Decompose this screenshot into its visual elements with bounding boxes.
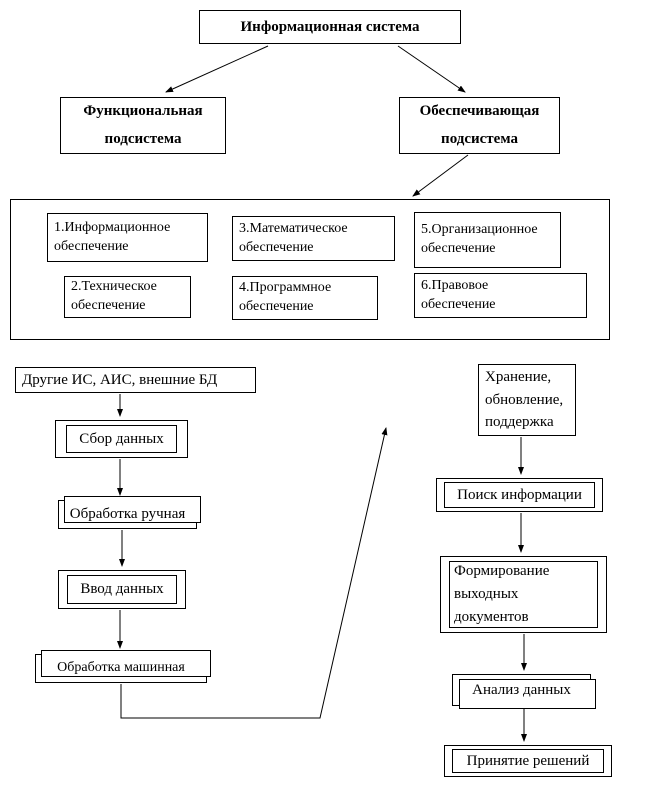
support-item-4: 4.Программное обеспечение <box>232 276 378 320</box>
arrow-providing-to-support <box>412 154 469 197</box>
support-item-5: 5.Организационное обеспечение <box>414 212 561 268</box>
node-providing-subsystem: Обеспечивающая подсистема <box>399 97 560 154</box>
support-item-6: 6.Правовое обеспечение <box>414 273 587 318</box>
arrow-root-to-functional <box>165 45 269 93</box>
node-information-search: Поиск информации <box>436 478 603 512</box>
support-item-3: 3.Математическое обеспечение <box>232 216 395 261</box>
arrow-root-to-providing <box>397 45 466 93</box>
arrow-machine-to-storage <box>120 427 388 719</box>
node-functional-subsystem: Функциональная подсистема <box>60 97 226 154</box>
node-data-collection: Сбор данных <box>55 420 188 458</box>
support-item-1: 1.Информационное обеспечение <box>47 213 208 262</box>
node-machine-processing: Обработка машинная <box>35 650 211 683</box>
node-manual-processing: Обработка ручная <box>58 496 201 529</box>
node-output-documents: Формирование выходных документов <box>440 556 607 633</box>
node-decision-making: Принятие решений <box>444 745 612 777</box>
node-storage: Хранение, обновление, поддержка <box>478 364 576 436</box>
node-other-systems: Другие ИС, АИС, внешние БД <box>15 367 256 393</box>
node-data-analysis: Анализ данных <box>452 674 596 709</box>
node-information-system: Информационная система <box>199 10 461 44</box>
support-item-2: 2.Техническое обеспечение <box>64 276 191 318</box>
node-data-input: Ввод данных <box>58 570 186 609</box>
